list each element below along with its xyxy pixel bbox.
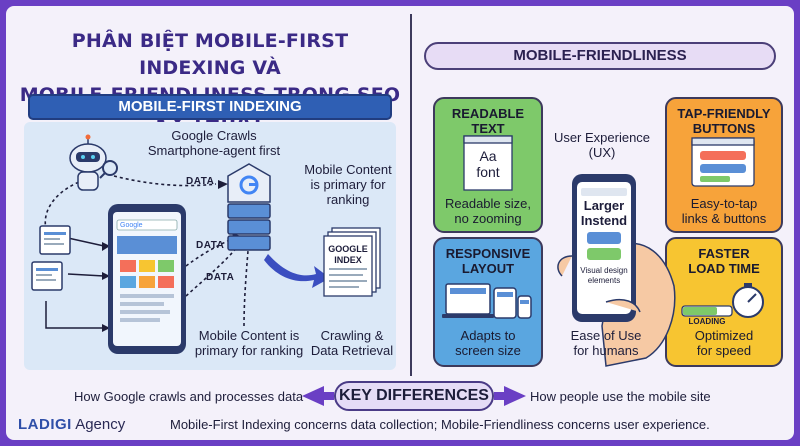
phone-to-server-arrow-2 bbox=[185, 245, 239, 297]
data-label-1: DATA bbox=[186, 176, 215, 187]
stopwatch-icon bbox=[732, 283, 764, 318]
key-differences-label: KEY DIFFERENCES bbox=[334, 381, 494, 411]
crawling-retrieval-caption: Crawling & Data Retrieval bbox=[310, 328, 394, 358]
section-divider bbox=[410, 14, 412, 376]
robot-to-server-arrow bbox=[113, 175, 217, 187]
document-font-icon bbox=[463, 135, 513, 191]
data-label-3: DATA bbox=[206, 272, 235, 283]
google-server-icon bbox=[227, 163, 271, 251]
doc-line-2 bbox=[67, 273, 105, 277]
phone-to-server-arrow-1 bbox=[185, 237, 235, 267]
loading-label: LOADING bbox=[688, 317, 726, 326]
hand-holding-phone bbox=[557, 174, 676, 367]
smartphone-illustration bbox=[108, 204, 186, 354]
mobile-friendliness-banner: MOBILE-FRIENDLINESS bbox=[424, 42, 776, 70]
data-label-2: DATA bbox=[196, 240, 225, 251]
phone-visual-caption: Visual design elements bbox=[580, 266, 628, 285]
phone-google-label: Google bbox=[120, 222, 143, 229]
tap-friendly-subtitle: Easy-to-tap links & buttons bbox=[681, 196, 767, 226]
left-illustration bbox=[31, 97, 783, 406]
title-line-1: PHÂN BIỆT MOBILE-FIRST INDEXING VÀ bbox=[71, 30, 349, 79]
googlebot-robot-icon bbox=[69, 134, 118, 191]
responsive-devices-icon bbox=[442, 283, 532, 319]
responsive-layout-title: RESPONSIVE LAYOUT bbox=[445, 246, 531, 276]
mobile-first-indexing-banner: MOBILE-FIRST INDEXING bbox=[28, 94, 392, 120]
faster-load-title: FASTER LOAD TIME bbox=[688, 246, 760, 276]
faster-load-subtitle: Optimized for speed bbox=[694, 328, 754, 358]
brand-suffix: Agency bbox=[75, 416, 126, 433]
google-index-label: GOOGLE INDEX bbox=[328, 244, 368, 265]
left-note: How Google crawls and processes data bbox=[74, 389, 304, 404]
crawl-caption: Google Crawls Smartphone-agent first bbox=[147, 128, 281, 158]
doc-line-3 bbox=[45, 301, 104, 329]
infographic-frame: PHÂN BIỆT MOBILE-FIRST INDEXING VÀ MOBIL… bbox=[6, 6, 794, 440]
summary-text: Mobile-First Indexing concerns data coll… bbox=[170, 417, 710, 432]
google-index-icon bbox=[323, 227, 381, 297]
bottom-primary-caption: Mobile Content is primary for ranking bbox=[194, 328, 304, 358]
loading-bar bbox=[681, 305, 733, 317]
phone-large-text: Larger Instend bbox=[580, 198, 628, 228]
bottom-to-server-arrow bbox=[243, 250, 249, 327]
brand-name: LADIGI bbox=[18, 416, 72, 433]
webpage-documents bbox=[31, 225, 71, 291]
key-differences-arrow bbox=[302, 386, 526, 406]
tap-buttons-icon bbox=[691, 137, 755, 187]
tap-friendly-title: TAP-FRIENDLY BUTTONS bbox=[677, 106, 771, 136]
ux-caption: User Experience (UX) bbox=[553, 130, 651, 160]
right-note: How people use the mobile site bbox=[530, 389, 711, 404]
brand-logo: LADIGI Agency bbox=[18, 416, 125, 433]
mobile-content-primary-caption: Mobile Content is primary for ranking bbox=[304, 162, 392, 207]
readable-text-title: READABLE TEXT bbox=[451, 106, 525, 136]
index-arrow bbox=[264, 254, 330, 288]
readable-text-subtitle: Readable size, no zooming bbox=[445, 196, 531, 226]
ease-of-use-caption: Ease of Use for humans bbox=[570, 328, 642, 358]
font-sample: Aa font bbox=[476, 148, 500, 180]
doc-line-1 bbox=[67, 237, 105, 247]
responsive-layout-subtitle: Adapts to screen size bbox=[455, 328, 521, 358]
